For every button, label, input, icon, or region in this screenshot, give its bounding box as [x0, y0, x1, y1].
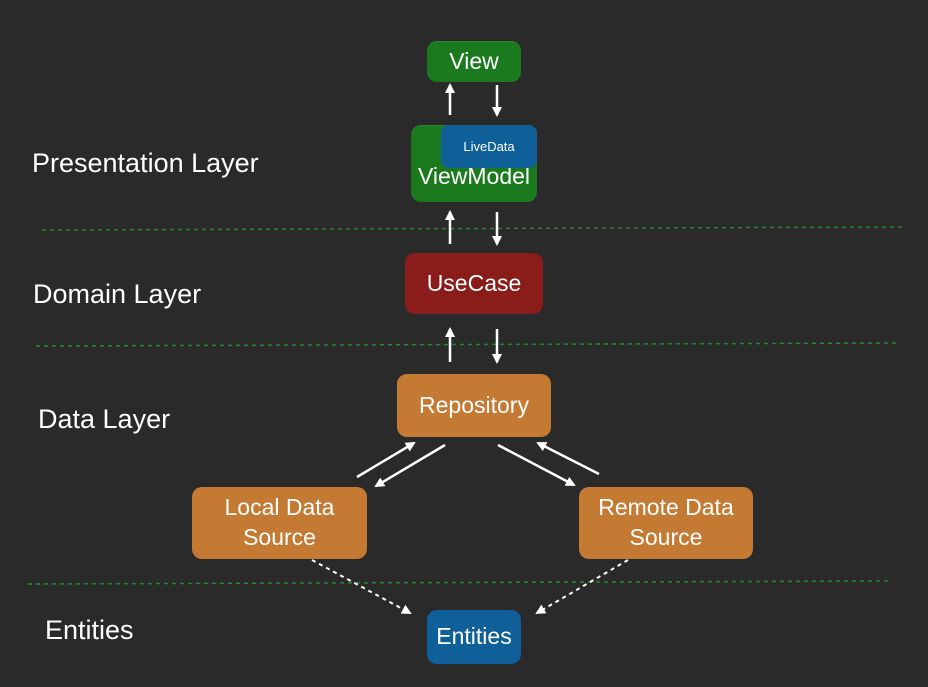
repository-node-label: Repository [419, 391, 529, 418]
remote-data-source-label: Remote Data Source [598, 494, 734, 550]
domain-layer-label: Domain Layer [33, 279, 202, 309]
livedata-badge: LiveData [441, 125, 537, 168]
arrow-local-to-repository [356, 441, 416, 479]
separator-domain-data [35, 342, 899, 347]
local-data-source-node: Local Data Source [192, 487, 367, 559]
arrow-local-to-entities [311, 559, 412, 614]
usecase-node: UseCase [405, 253, 543, 314]
view-node-label: View [449, 47, 499, 74]
presentation-layer-label: Presentation Layer [32, 148, 259, 178]
usecase-node-label: UseCase [426, 269, 522, 296]
entities-layer-label: Entities [45, 615, 134, 645]
view-node: View [427, 41, 521, 82]
remote-data-source-node: Remote Data Source [579, 487, 753, 559]
data-layer-label: Data Layer [38, 404, 171, 434]
livedata-label: LiveData [463, 139, 515, 154]
arrow-repository-to-local [374, 443, 446, 488]
local-data-source-label: Local Data Source [224, 494, 335, 550]
arrow-remote-to-repository [536, 441, 600, 476]
entities-node: Entities [427, 610, 521, 664]
arrow-remote-to-entities [535, 559, 629, 615]
arrow-repository-to-remote [497, 443, 576, 487]
separator-presentation-domain [41, 226, 906, 231]
repository-node: Repository [397, 374, 551, 437]
entities-node-label: Entities [436, 623, 512, 650]
separator-data-entities [27, 580, 891, 585]
